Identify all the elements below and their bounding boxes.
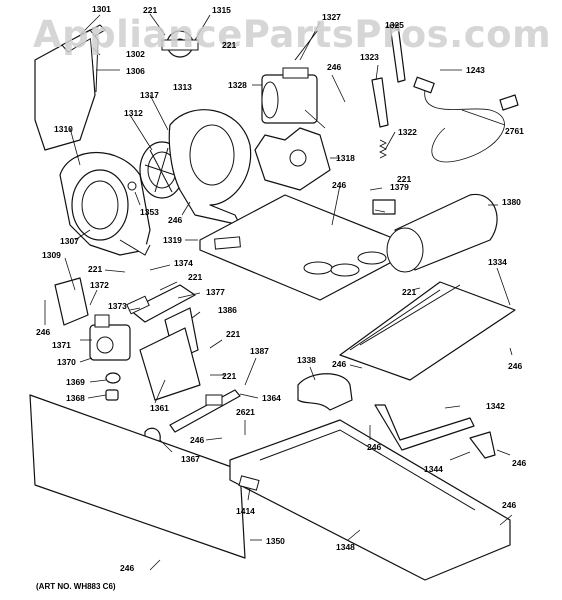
blower-housing-1307 <box>59 152 151 256</box>
fuse-part-1315 <box>161 30 199 58</box>
part-label: 1301 <box>92 4 111 14</box>
part-label: 1353 <box>140 207 159 217</box>
part-label: 1310 <box>54 124 73 134</box>
part-label: 1317 <box>140 90 159 100</box>
part-label: 1364 <box>262 393 281 403</box>
part-label: 1322 <box>398 127 417 137</box>
tube-1364 <box>169 389 241 433</box>
part-label: 221 <box>226 329 240 339</box>
bracket-1344 <box>469 431 496 459</box>
part-label: 1342 <box>486 401 505 411</box>
part-labels: 1301 1302 1306 221 1315 221 1313 1327 13… <box>36 4 526 573</box>
part-label: 2621 <box>236 407 255 417</box>
part-label: 1377 <box>206 287 225 297</box>
part-label: 1371 <box>52 340 71 350</box>
blower-housing-1317 <box>168 109 252 226</box>
motor-mount-1318 <box>254 127 331 191</box>
drum-1380 <box>386 193 498 273</box>
part-label: 1312 <box>124 108 143 118</box>
part-label: 1370 <box>57 357 76 367</box>
part-label: 1374 <box>174 258 193 268</box>
side-panel-1350 <box>29 394 246 559</box>
washer-1353 <box>127 181 137 191</box>
part-label: 221 <box>402 287 416 297</box>
part-label: 1315 <box>212 5 231 15</box>
part-label: 1344 <box>424 464 443 474</box>
part-label: 246 <box>36 327 50 337</box>
part-label: 221 <box>222 371 236 381</box>
art-number-caption: (ART NO. WH883 C6) <box>36 582 116 591</box>
part-label: 246 <box>512 458 526 468</box>
nut-1369 <box>105 372 121 384</box>
part-label: 1373 <box>108 301 127 311</box>
base-1348 <box>229 419 511 581</box>
part-label: 246 <box>508 361 522 371</box>
part-label: 1369 <box>66 377 85 387</box>
bracket-1342 <box>374 404 475 451</box>
elbow-duct-1338 <box>297 373 353 411</box>
burner-1377 <box>129 284 196 323</box>
part-label: 1309 <box>42 250 61 260</box>
part-label: 221 <box>397 174 411 184</box>
part-label: 1306 <box>126 66 145 76</box>
orifice-1368 <box>105 389 119 401</box>
part-label: 246 <box>332 359 346 369</box>
part-label: 1243 <box>466 65 485 75</box>
part-label: 1386 <box>218 305 237 315</box>
part-label: 246 <box>367 442 381 452</box>
part-label: 1302 <box>126 49 145 59</box>
part-label: 221 <box>88 264 102 274</box>
part-label: 1368 <box>66 393 85 403</box>
part-label: 1414 <box>236 506 255 516</box>
part-label: 1334 <box>488 257 507 267</box>
belt-switch-1323 <box>371 77 389 128</box>
leader-lines <box>44 13 513 571</box>
part-label: 1387 <box>250 346 269 356</box>
gas-valve-1370 <box>89 314 131 361</box>
duct-part-1306 <box>34 24 106 151</box>
part-label: 246 <box>332 180 346 190</box>
watermark-text: AppliancePartsPros.com <box>33 13 551 56</box>
bracket-1325 <box>389 24 406 83</box>
part-label: 221 <box>188 272 202 282</box>
part-label: 1327 <box>322 12 341 22</box>
part-label: 1325 <box>385 20 404 30</box>
motor-1328 <box>261 29 319 124</box>
part-label: 246 <box>502 500 516 510</box>
part-label: 246 <box>327 62 341 72</box>
part-label: 1372 <box>90 280 109 290</box>
part-label: 1367 <box>181 454 200 464</box>
part-label: 246 <box>168 215 182 225</box>
part-label: 246 <box>190 435 204 445</box>
part-label: 1338 <box>297 355 316 365</box>
bracket-1309 <box>54 277 89 326</box>
part-label: 1323 <box>360 52 379 62</box>
part-label: 1380 <box>502 197 521 207</box>
part-label: 1319 <box>163 235 182 245</box>
duct-1334 <box>339 281 516 381</box>
part-label: 1307 <box>60 236 79 246</box>
part-label: 1379 <box>390 182 409 192</box>
part-label: 1361 <box>150 403 169 413</box>
part-label: 221 <box>143 5 157 15</box>
power-cord-2761 <box>413 76 519 163</box>
part-label: 1350 <box>266 536 285 546</box>
part-label: 246 <box>120 563 134 573</box>
part-label: 1318 <box>336 153 355 163</box>
part-label: 2761 <box>505 126 524 136</box>
part-label: 1313 <box>173 82 192 92</box>
bracket-1361 <box>139 327 201 401</box>
part-label: 1348 <box>336 542 355 552</box>
part-label: 1328 <box>228 80 247 90</box>
part-label: 221 <box>222 40 236 50</box>
